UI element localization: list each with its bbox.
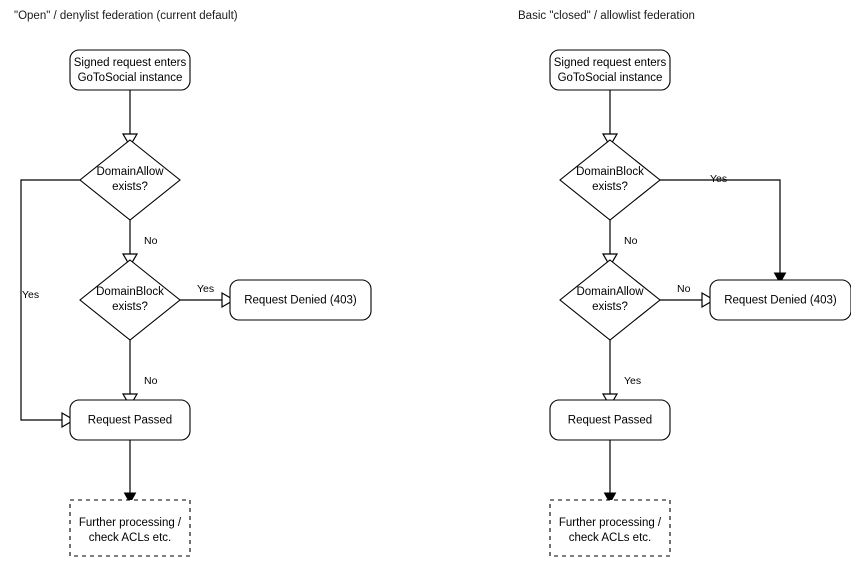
edge-passed-to-further-left: [123, 440, 137, 505]
node-request-passed-left[interactable]: Request Passed: [69, 399, 191, 441]
node-further-processing-left[interactable]: Further processing / check ACLs etc.: [69, 499, 191, 557]
node-decision-domainallow-right-label-1: DomainAllow: [576, 286, 644, 298]
node-further-processing-right-label-2: check ACLs etc.: [569, 532, 651, 544]
node-start-right-label-2: GoToSocial instance: [558, 72, 663, 84]
node-further-processing-right-label-1: Further processing /: [559, 517, 662, 529]
edge-decision1-no-right: No: [601, 220, 638, 268]
edge-label-decision1-no-right: No: [624, 235, 638, 247]
edge-start-to-decision1-left: [121, 90, 139, 148]
edge-label-decision2-no-left: No: [144, 375, 158, 387]
node-request-passed-right-label: Request Passed: [568, 415, 652, 427]
node-decision-domainallow-right-label-2: exists?: [592, 301, 628, 313]
diagram-title-right: Basic "closed" / allowlist federation: [518, 10, 695, 22]
node-request-denied-right[interactable]: Request Denied (403): [709, 279, 851, 321]
node-further-processing-left-shape[interactable]: [69, 499, 191, 557]
edge-decision2-yes-left: Yes: [180, 283, 236, 309]
diagram-title-left: "Open" / denylist federation (current de…: [14, 10, 238, 22]
diagram-closed-allowlist: Basic "closed" / allowlist federation Si…: [518, 10, 851, 557]
node-decision-domainallow-left-label-1: DomainAllow: [96, 166, 164, 178]
node-start-left-label-2: GoToSocial instance: [78, 72, 183, 84]
edge-start-to-decision1-right: [601, 90, 619, 148]
edge-label-decision1-yes-right: Yes: [710, 173, 727, 185]
edge-decision1-yes-left: Yes: [20, 179, 80, 429]
node-decision-domainblock-left-label-2: exists?: [112, 301, 148, 313]
node-start-left-label-1: Signed request enters: [74, 57, 187, 69]
edge-decision2-no-left: No: [121, 340, 158, 408]
node-decision-domainblock-right-shape[interactable]: [559, 139, 661, 221]
node-request-denied-left-label: Request Denied (403): [244, 295, 357, 307]
node-decision-domainallow-left-label-2: exists?: [112, 181, 148, 193]
edge-label-decision1-no-left: No: [144, 235, 158, 247]
node-request-denied-left-shape[interactable]: [229, 279, 372, 321]
node-further-processing-right[interactable]: Further processing / check ACLs etc.: [549, 499, 671, 557]
node-decision-domainblock-right-label-1: DomainBlock: [576, 166, 644, 178]
node-further-processing-left-label-2: check ACLs etc.: [89, 532, 171, 544]
node-decision-domainallow-left-shape[interactable]: [79, 139, 181, 221]
node-decision-domainblock-left-shape[interactable]: [79, 259, 181, 341]
edge-label-decision2-yes-left: Yes: [197, 283, 214, 295]
node-start-right-label-1: Signed request enters: [554, 57, 667, 69]
edge-label-decision1-yes-left: Yes: [22, 289, 39, 301]
node-decision-domainallow-right-shape[interactable]: [559, 259, 661, 341]
node-decision-domainblock-left-label-1: DomainBlock: [96, 286, 164, 298]
node-decision-domainallow-right[interactable]: DomainAllow exists?: [559, 259, 661, 341]
edge-passed-to-further-right: [603, 440, 617, 505]
node-start-right[interactable]: Signed request enters GoToSocial instanc…: [549, 49, 671, 91]
node-decision-domainblock-left[interactable]: DomainBlock exists?: [79, 259, 181, 341]
node-start-left[interactable]: Signed request enters GoToSocial instanc…: [69, 49, 191, 91]
node-request-denied-right-shape[interactable]: [709, 279, 851, 321]
diagram-open-denylist: "Open" / denylist federation (current de…: [14, 10, 372, 557]
node-further-processing-right-shape[interactable]: [549, 499, 671, 557]
node-decision-domainblock-right-label-2: exists?: [592, 181, 628, 193]
edge-decision1-yes-right: Yes: [660, 173, 787, 285]
edge-label-decision2-no-right: No: [677, 283, 691, 295]
node-decision-domainallow-left[interactable]: DomainAllow exists?: [79, 139, 181, 221]
edge-decision2-yes-right: Yes: [601, 340, 641, 408]
edge-decision1-no-left: No: [121, 220, 158, 268]
node-further-processing-left-label-1: Further processing /: [79, 517, 182, 529]
node-request-passed-right[interactable]: Request Passed: [549, 399, 671, 441]
edge-label-decision2-yes-right: Yes: [624, 375, 641, 387]
node-request-denied-right-label: Request Denied (403): [724, 295, 837, 307]
node-decision-domainblock-right[interactable]: DomainBlock exists?: [559, 139, 661, 221]
node-request-denied-left[interactable]: Request Denied (403): [229, 279, 372, 321]
edge-decision2-no-right: No: [660, 283, 716, 309]
node-request-passed-left-label: Request Passed: [88, 415, 172, 427]
